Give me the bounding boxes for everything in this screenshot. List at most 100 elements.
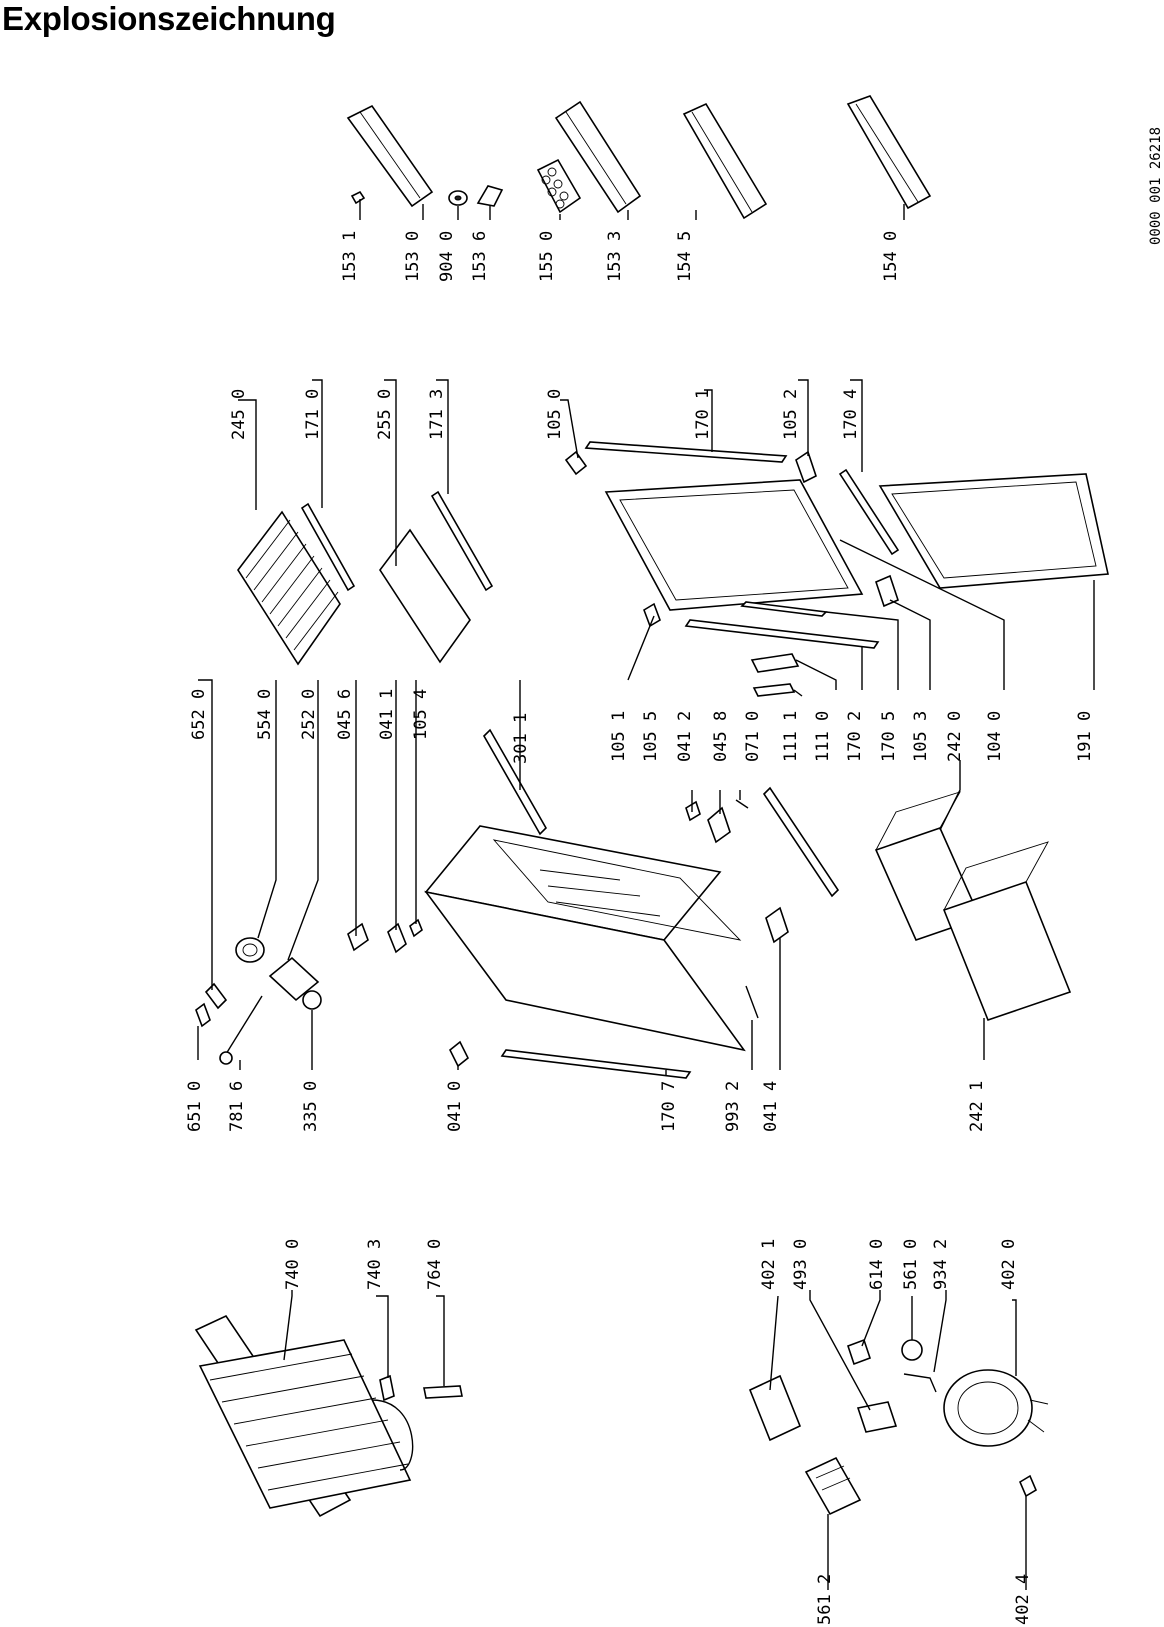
part-781-6-cable [219, 995, 263, 1065]
part-label-111-1: 111 1 [781, 711, 801, 762]
part-255-0-glass-shelf [379, 528, 471, 664]
document-code: 0000 001 26218 [1148, 127, 1164, 245]
part-label-170-7: 170 7 [659, 1081, 679, 1132]
part-label-255-0: 255 0 [375, 389, 395, 440]
part-493-0-cover [856, 1401, 898, 1433]
part-170-4-door-strip [838, 468, 900, 556]
part-label-493-0: 493 0 [791, 1239, 811, 1290]
part-label-041-2: 041 2 [675, 711, 695, 762]
part-label-045-8: 045 8 [711, 711, 731, 762]
part-170-2-door-strip [684, 619, 880, 649]
part-label-111-0: 111 0 [813, 711, 833, 762]
part-label-740-3: 740 3 [365, 1239, 385, 1290]
part-764-0-dryer [423, 1385, 463, 1399]
part-label-105-0: 105 0 [545, 389, 565, 440]
part-label-105-2: 105 2 [781, 389, 801, 440]
part-label-245-0: 245 0 [229, 389, 249, 440]
part-label-904-0: 904 0 [437, 231, 457, 282]
part-154-0-door-shelf [846, 95, 932, 210]
part-label-614-0: 614 0 [867, 1239, 887, 1290]
part-614-0-relay [846, 1338, 872, 1366]
part-label-242-0: 242 0 [945, 711, 965, 762]
part-label-045-6: 045 6 [335, 689, 355, 740]
part-label-155-0: 155 0 [537, 231, 557, 282]
part-301-1-rail [483, 728, 547, 836]
part-041-0-bracket [448, 1040, 470, 1068]
part-label-651-0: 651 0 [185, 1081, 205, 1132]
part-045-6-clip [347, 922, 369, 952]
part-652-0-thermostat [204, 982, 228, 1010]
part-071-0-rail [762, 786, 840, 898]
part-335-0-lamp [302, 990, 322, 1010]
part-154-5-door-shelf [682, 102, 768, 220]
part-label-335-0: 335 0 [301, 1081, 321, 1132]
part-label-170-1: 170 1 [693, 389, 713, 440]
part-label-170-5: 170 5 [879, 711, 899, 762]
part-041-2-bracket [707, 806, 731, 844]
part-label-554-0: 554 0 [255, 689, 275, 740]
part-label-153-6: 153 6 [470, 231, 490, 282]
part-402-4-clip [1018, 1474, 1038, 1498]
part-153-3-door-shelf [554, 100, 642, 214]
part-402-1-relay-box [748, 1374, 802, 1442]
part-label-041-0: 041 0 [445, 1081, 465, 1132]
part-171-3-shelf-trim [430, 490, 494, 592]
part-label-993-2: 993 2 [723, 1081, 743, 1132]
part-245-0-wire-shelf [237, 510, 341, 666]
part-402-0-compressor [943, 1369, 1049, 1447]
part-label-561-0: 561 0 [901, 1239, 921, 1290]
part-label-153-0: 153 0 [403, 231, 423, 282]
part-104-0-door-panel [604, 479, 864, 611]
part-561-0-capacitor [901, 1339, 923, 1361]
part-label-105-1: 105 1 [609, 711, 629, 762]
part-label-781-6: 781 6 [227, 1081, 247, 1132]
part-label-171-3: 171 3 [427, 389, 447, 440]
part-111-0-handle [750, 653, 800, 673]
part-993-2-wire [745, 985, 759, 1019]
part-label-041-1: 041 1 [377, 689, 397, 740]
part-label-740-0: 740 0 [283, 1239, 303, 1290]
part-label-153-1: 153 1 [340, 231, 360, 282]
part-934-2-wire [903, 1373, 937, 1393]
part-105-5-pin [685, 800, 701, 822]
part-label-764-0: 764 0 [425, 1239, 445, 1290]
part-label-041-4: 041 4 [761, 1081, 781, 1132]
part-155-0-egg-tray [536, 158, 582, 214]
part-label-170-2: 170 2 [845, 711, 865, 762]
part-045-8-clip [735, 799, 749, 809]
part-561-2-starter [804, 1456, 862, 1516]
part-label-154-5: 154 5 [675, 231, 695, 282]
page-title: Explosionszeichnung [2, 0, 336, 37]
part-105-3-hinge [875, 574, 899, 608]
part-904-0-knob [448, 190, 468, 206]
part-105-1-hinge-pin [643, 602, 661, 628]
part-105-2-hinge [795, 450, 817, 484]
part-label-252-0: 252 0 [299, 689, 319, 740]
part-153-6-bracket [476, 185, 504, 207]
part-label-402-4: 402 4 [1013, 1574, 1033, 1625]
part-554-0-knob [235, 937, 265, 963]
part-740-3-filter [379, 1374, 395, 1402]
part-label-402-1: 402 1 [759, 1239, 779, 1290]
part-cabinet-body [424, 825, 746, 1052]
part-242-1-crisper [942, 841, 1072, 1022]
part-label-934-2: 934 2 [931, 1239, 951, 1290]
part-041-4-bracket [765, 906, 789, 944]
part-153-1-clip [350, 190, 366, 205]
part-label-071-0: 071 0 [743, 711, 763, 762]
part-153-0-shelf [346, 104, 434, 208]
part-label-561-2: 561 2 [815, 1574, 835, 1625]
part-label-104-0: 104 0 [985, 711, 1005, 762]
part-170-1-door-strip [584, 441, 788, 463]
part-label-171-0: 171 0 [303, 389, 323, 440]
part-label-105-5: 105 5 [641, 711, 661, 762]
part-252-0-lamp-housing [268, 956, 320, 1002]
part-041-1-bracket [387, 922, 407, 954]
part-105-0-hinge [564, 450, 588, 476]
part-191-0-door-gasket [878, 473, 1109, 589]
part-label-652-0: 652 0 [189, 689, 209, 740]
part-label-191-0: 191 0 [1075, 711, 1095, 762]
part-label-402-0: 402 0 [999, 1239, 1019, 1290]
